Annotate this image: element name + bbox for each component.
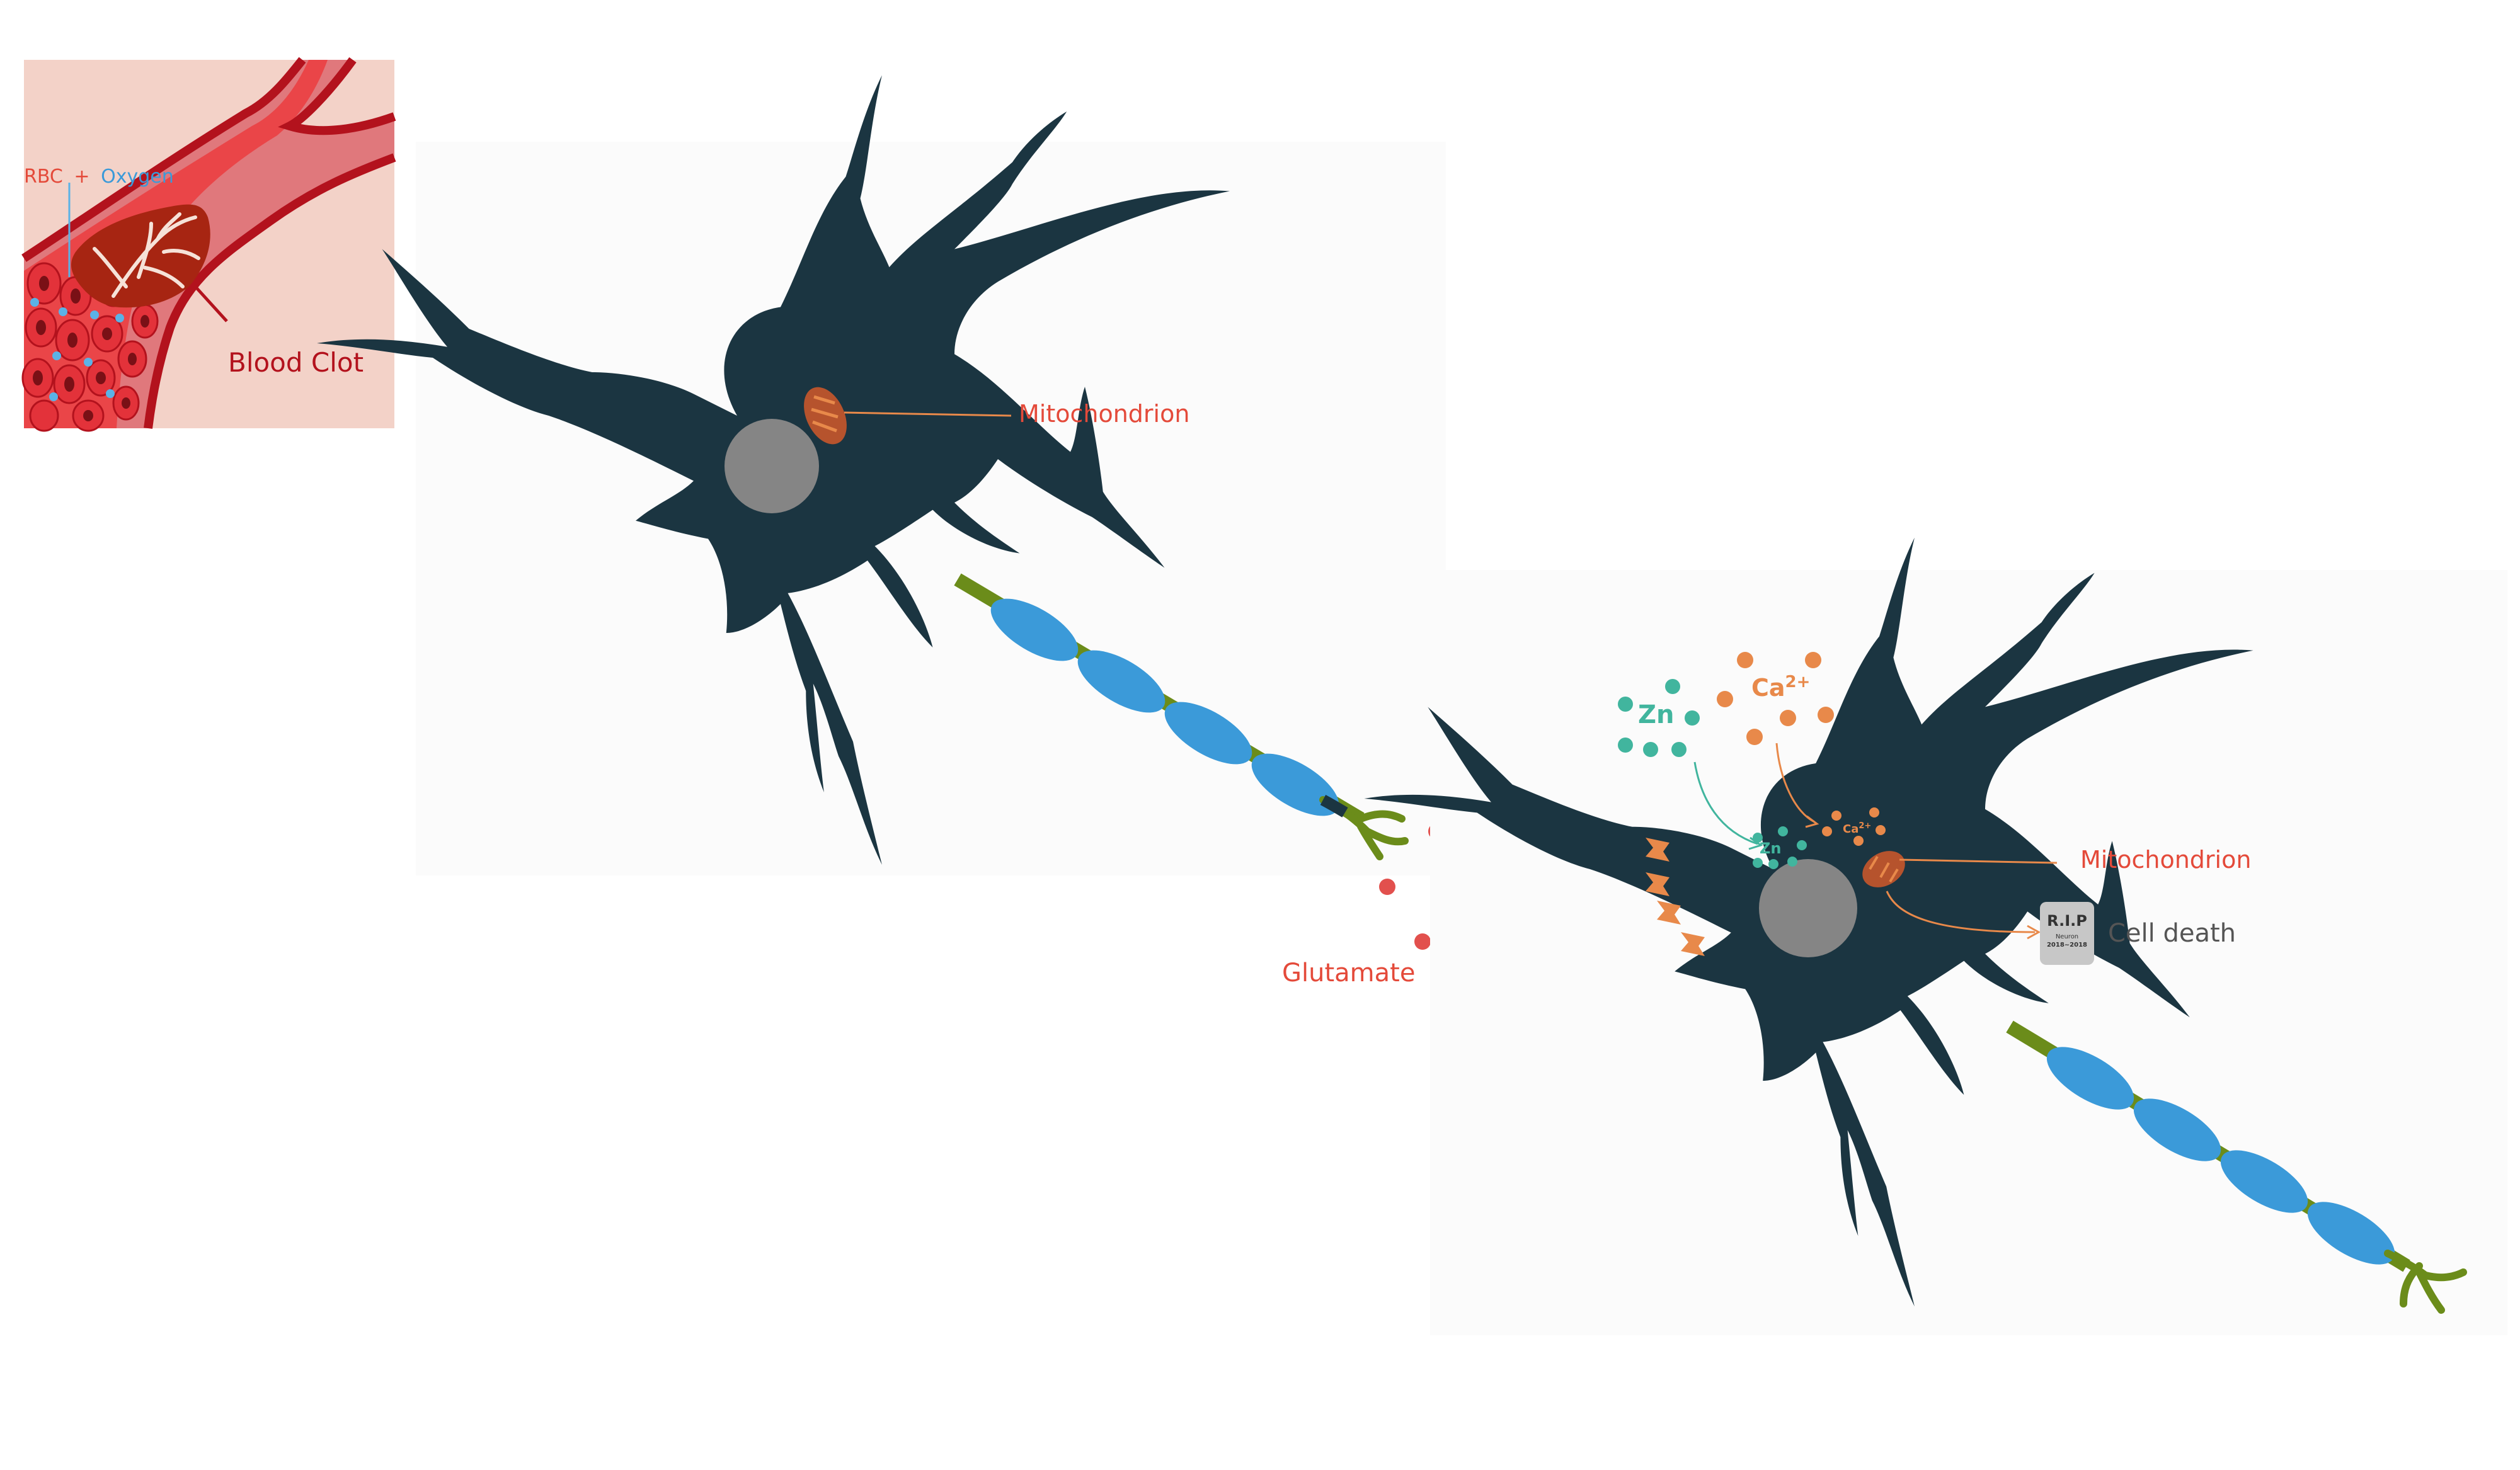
calcium-ions-inside: [1822, 807, 1886, 846]
zn-label: Zn: [1638, 700, 1674, 729]
rip-title: R.I.P: [2047, 912, 2087, 930]
receptors: [1646, 838, 1705, 956]
rip-tombstone: [2040, 902, 2094, 965]
mitochondrion-pointer: [844, 411, 1012, 417]
vessel-wall-branch: [278, 57, 396, 135]
neuron-top-axon: [954, 573, 1409, 860]
fibrin-strands: [93, 212, 200, 298]
zinc-ions-inside: [1753, 826, 1807, 869]
vessel-wall-top: [21, 57, 306, 262]
neuron-bottom-axon: [2006, 1020, 2467, 1314]
neuron-bottom-axon-terminal: [2384, 1250, 2467, 1314]
neuron-top: Mitochondrion: [317, 75, 1446, 875]
cell-death-arrow: [1886, 891, 2036, 933]
clot-pointer-line: [194, 285, 228, 322]
blood-clot-label: Blood Clot: [228, 347, 364, 378]
rip-sub-name: Neuron: [2056, 933, 2078, 940]
blood-clot-inset: RBC + Oxygen Blood Clot: [21, 57, 396, 432]
neuron-top-nucleus: [724, 419, 819, 513]
zinc-influx-arrow: [1693, 761, 1758, 845]
bottom-mitochondrion-pointer: [1899, 858, 2058, 864]
glutamate-label: Glutamate: [1282, 959, 1415, 988]
neuron-top-mitochondrion-label: Mitochondrion: [1019, 400, 1189, 428]
neuron-bottom-mitochondrion: [1862, 851, 1905, 887]
cell-death-label: Cell death: [2108, 919, 2236, 948]
zn-inner-label: Zn: [1760, 840, 1782, 857]
ca-inner-label: Ca2+: [1843, 821, 1871, 836]
neuron-bottom-nucleus: [1759, 859, 1857, 957]
rip-sub-date: 2018~2018: [2047, 942, 2087, 949]
vessel-wall-bottom: [144, 153, 396, 429]
rbc-label: RBC: [24, 166, 63, 188]
neuron-bottom: Zn Ca2+ Zn Ca2+ Mitocho: [1364, 537, 2507, 1335]
calcium-ions-outside: [1717, 652, 1834, 745]
svg-text:RBC + Oxygen: RBC + Oxygen: [24, 166, 174, 188]
ca-label: Ca2+: [1751, 673, 1810, 702]
zinc-ions-outside: [1618, 679, 1700, 757]
rbc-plus: +: [74, 166, 89, 188]
oxygen-label: Oxygen: [101, 166, 174, 188]
neuron-bottom-mitochondrion-label: Mitochondrion: [2080, 846, 2251, 874]
